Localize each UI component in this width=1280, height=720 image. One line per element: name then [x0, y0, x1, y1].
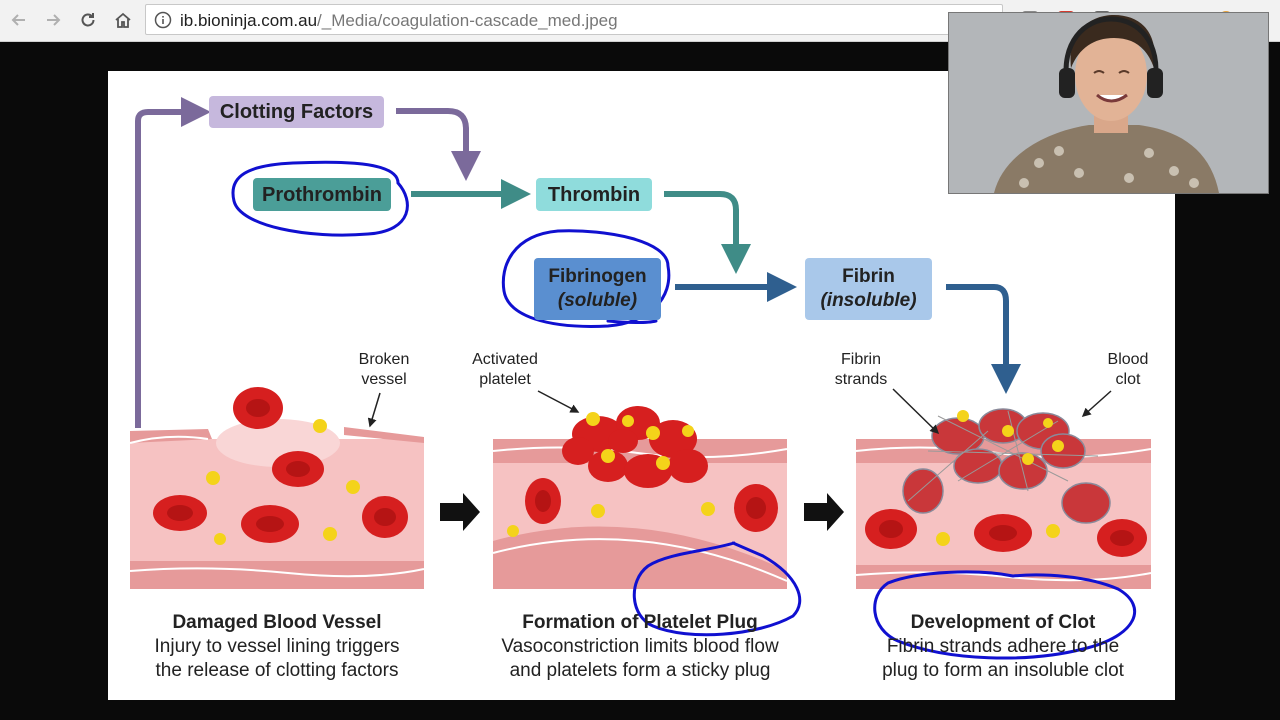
activated-platelet-label: Activated platelet	[463, 350, 547, 390]
arrow-fibrin-clot	[946, 284, 1021, 394]
webcam-overlay	[948, 12, 1269, 194]
broken-vessel-line1: Broken	[358, 351, 410, 368]
home-icon	[115, 12, 131, 28]
caption-title: Formation of Platelet Plug	[522, 612, 758, 633]
broken-vessel-label: Broken vessel	[348, 350, 420, 390]
broken-vessel-line2: vessel	[361, 371, 407, 388]
caption-line2: and platelets form a sticky plug	[509, 660, 771, 681]
caption-platelet-plug: Formation of Platelet Plug Vasoconstrict…	[483, 611, 797, 683]
arrow-step-1	[440, 493, 480, 531]
info-icon[interactable]	[154, 11, 172, 34]
url-text: ib.bioninja.com.au/_Media/coagulation-ca…	[180, 11, 618, 31]
caption-line2: plug to form an insoluble clot	[882, 660, 1124, 681]
fibrin-strands-line1: Fibrin	[840, 351, 881, 368]
reload-icon	[81, 13, 95, 27]
clotting-factors-box: Clotting Factors	[209, 96, 384, 128]
blood-clot-label: Blood clot	[1098, 350, 1158, 390]
reload-button[interactable]	[75, 8, 101, 32]
panel-clot	[855, 388, 1152, 589]
caption-title: Damaged Blood Vessel	[172, 612, 382, 633]
activated-platelet-line1: Activated	[472, 351, 538, 368]
arrow-thrombin-down	[664, 191, 751, 274]
thrombin-box: Thrombin	[536, 178, 652, 211]
fibrin-strands-label: Fibrin strands	[826, 350, 896, 390]
arrow-injury-to-factors	[135, 97, 211, 428]
back-arrow-icon	[11, 14, 25, 26]
panel-damaged-vessel	[129, 387, 425, 589]
ink-circle-clot	[873, 570, 1136, 660]
coagulation-cascade-image: Clotting Factors Prothrombin Thrombin Fi…	[108, 71, 1175, 700]
url-host: ib.bioninja.com.au	[180, 11, 318, 30]
fibrin-sub-label: (insoluble)	[820, 290, 917, 311]
arrow-factors-down	[396, 108, 481, 181]
caption-line1: Injury to vessel lining triggers	[154, 636, 400, 657]
fibrinogen-box: Fibrinogen (soluble)	[534, 258, 661, 320]
fibrin-label: Fibrin	[842, 266, 895, 287]
address-bar[interactable]: ib.bioninja.com.au/_Media/coagulation-ca…	[145, 4, 1003, 35]
forward-arrow-icon	[47, 14, 61, 26]
prothrombin-label: Prothrombin	[262, 183, 382, 206]
ink-circle-platelet-plug	[632, 541, 802, 637]
caption-line1: Fibrin strands adhere to the	[886, 636, 1120, 657]
blood-clot-line2: clot	[1115, 371, 1141, 388]
forward-button[interactable]	[40, 8, 66, 32]
activated-platelet-line2: platelet	[479, 371, 531, 388]
caption-damaged-vessel: Damaged Blood Vessel Injury to vessel li…	[128, 611, 426, 683]
prothrombin-box: Prothrombin	[253, 178, 391, 211]
ink-circle-prothrombin	[231, 160, 409, 237]
blood-clot-line1: Blood	[1107, 351, 1149, 368]
fibrin-strands-line2: strands	[834, 371, 888, 388]
fibrinogen-label: Fibrinogen	[548, 266, 647, 287]
webcam-person-image	[949, 13, 1268, 193]
thrombin-label: Thrombin	[547, 183, 641, 206]
caption-line1: Vasoconstriction limits blood flow	[501, 636, 779, 657]
back-button[interactable]	[6, 8, 32, 32]
home-button[interactable]	[110, 8, 136, 32]
clotting-factors-label: Clotting Factors	[219, 101, 374, 123]
caption-clot: Development of Clot Fibrin strands adher…	[853, 611, 1153, 683]
panel-platelet-plug	[492, 390, 788, 589]
fibrinogen-sub-label: (soluble)	[557, 290, 638, 311]
fibrin-box: Fibrin (insoluble)	[805, 258, 932, 320]
diagram-graphics	[129, 97, 1152, 660]
url-path: /_Media/coagulation-cascade_med.jpeg	[317, 11, 618, 30]
caption-line2: the release of clotting factors	[155, 660, 399, 681]
caption-title: Development of Clot	[910, 612, 1096, 633]
arrow-step-2	[804, 493, 844, 531]
